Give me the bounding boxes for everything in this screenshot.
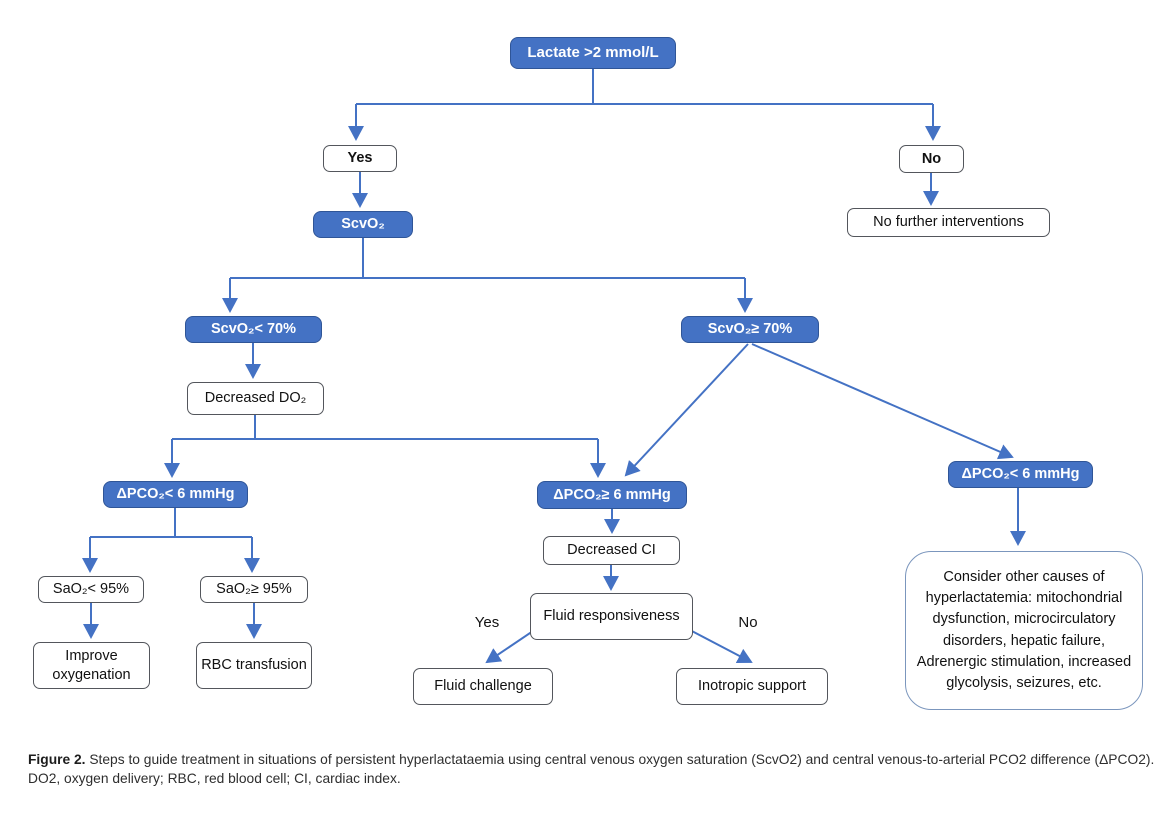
node-scvo2: ScvO₂ [313,211,413,238]
node-scvo2-above-70: ScvO₂≥ 70% [681,316,819,343]
node-consider-other-causes: Consider other causes of hyperlactatemia… [905,551,1143,710]
node-decreased-ci: Decreased CI [543,536,680,565]
node-inotropic-support: Inotropic support [676,668,828,705]
edge-label-no: No [738,614,758,631]
node-fluid-challenge: Fluid challenge [413,668,553,705]
node-dpco2-below-6-left: ΔPCO₂< 6 mmHg [103,481,248,508]
node-rbc-transfusion: RBC transfusion [196,642,312,689]
node-decreased-do2: Decreased DO₂ [187,382,324,415]
node-no-further-interventions: No further interventions [847,208,1050,237]
node-dpco2-above-6: ΔPCO₂≥ 6 mmHg [537,481,687,509]
node-sao2-below-95: SaO₂< 95% [38,576,144,603]
figure-caption: Figure 2. Steps to guide treatment in si… [28,751,1156,788]
connector-fluidresp-challenge [485,628,537,664]
node-scvo2-below-70: ScvO₂< 70% [185,316,322,343]
connector-fluidresp-inotropic [687,628,753,664]
connector-scvo2high-dpco2right [751,343,1014,460]
figure-caption-number: Figure 2. [28,752,86,767]
node-yes: Yes [323,145,397,172]
connector-scvo2high-dpco2mid [624,343,749,477]
node-lactate: Lactate >2 mmol/L [510,37,676,69]
node-sao2-above-95: SaO₂≥ 95% [200,576,308,603]
node-no: No [899,145,964,173]
figure-caption-text: Steps to guide treatment in situations o… [28,752,1155,786]
edge-label-yes: Yes [474,614,500,631]
node-dpco2-below-6-right: ΔPCO₂< 6 mmHg [948,461,1093,488]
node-fluid-responsiveness: Fluid responsiveness [530,593,693,640]
node-improve-oxygenation: Improve oxygenation [33,642,150,689]
